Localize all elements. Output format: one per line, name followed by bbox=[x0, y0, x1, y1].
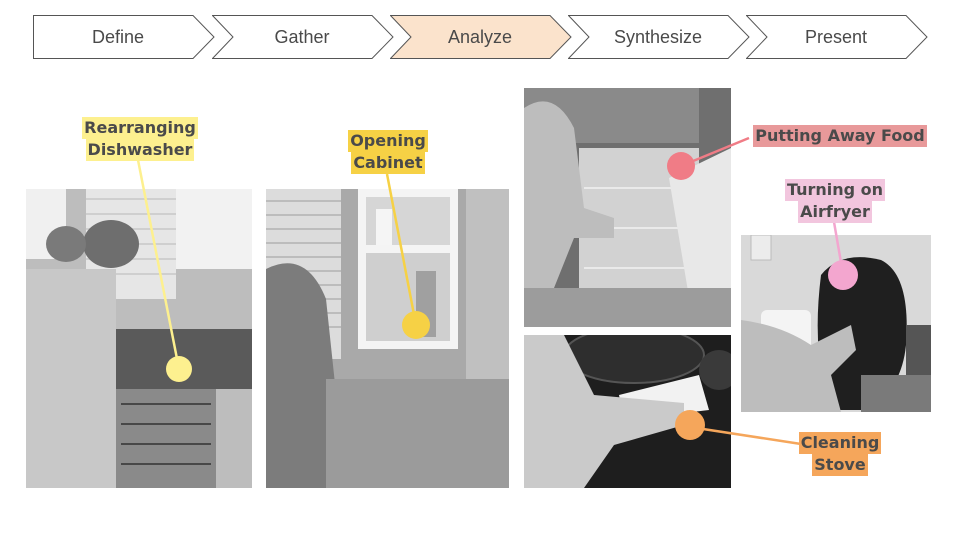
label-airfryer-line1: Turning on bbox=[784, 179, 886, 201]
photo-dishwasher bbox=[26, 189, 252, 488]
label-cabinet-line1: Opening bbox=[348, 130, 428, 152]
process-stepper: Define Gather Analyze Synthesize Present bbox=[0, 0, 960, 70]
step-synthesize[interactable]: Synthesize bbox=[613, 27, 703, 47]
photo-cabinet bbox=[266, 189, 509, 488]
step-gather-shape bbox=[212, 15, 394, 59]
step-present-shape bbox=[746, 15, 928, 59]
label-stove-line1: Cleaning bbox=[798, 432, 882, 454]
label-airfryer-line2: Airfryer bbox=[798, 201, 872, 223]
label-food-line1: Putting Away Food bbox=[753, 125, 927, 147]
photo-stove bbox=[524, 335, 731, 488]
label-dishwasher-line1: Rearranging bbox=[82, 117, 198, 139]
step-analyze-shape bbox=[390, 15, 572, 59]
label-airfryer: Turning on Airfryer bbox=[765, 179, 905, 223]
photo-fridge bbox=[524, 88, 731, 327]
label-cabinet: Opening Cabinet bbox=[318, 130, 458, 174]
label-dishwasher-line2: Dishwasher bbox=[85, 139, 195, 161]
step-define-shape bbox=[33, 15, 215, 59]
label-dishwasher: Rearranging Dishwasher bbox=[60, 117, 220, 161]
step-synthesize-shape bbox=[568, 15, 750, 59]
label-cabinet-line2: Cabinet bbox=[351, 152, 425, 174]
step-analyze[interactable]: Analyze bbox=[447, 27, 513, 47]
step-define[interactable]: Define bbox=[91, 27, 145, 47]
label-stove: Cleaning Stove bbox=[780, 432, 900, 476]
step-gather[interactable]: Gather bbox=[274, 27, 330, 47]
label-food: Putting Away Food bbox=[740, 125, 940, 147]
step-present[interactable]: Present bbox=[804, 27, 868, 47]
label-stove-line2: Stove bbox=[812, 454, 868, 476]
photo-airfryer bbox=[741, 235, 931, 412]
